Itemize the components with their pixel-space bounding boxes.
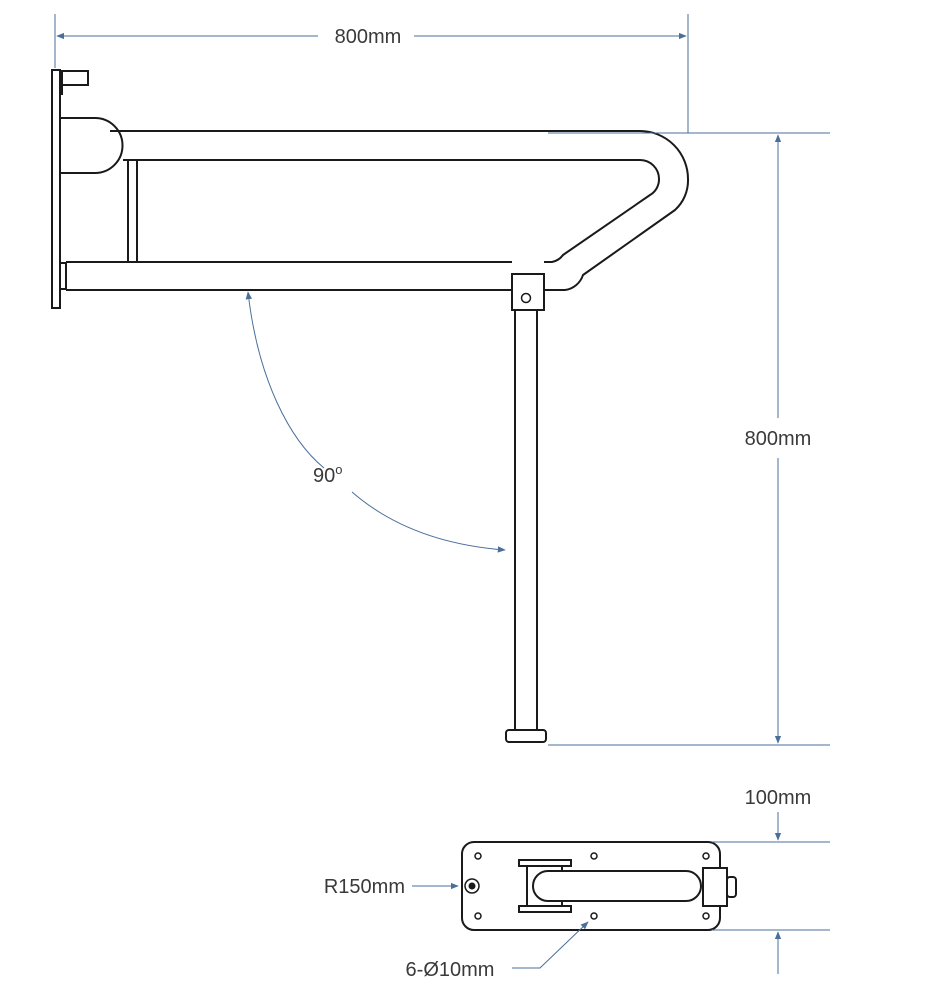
top-width-label: 800mm (335, 26, 402, 48)
hinge-bracket-bottom (518, 905, 572, 913)
mount-hole-icon (474, 852, 482, 860)
side-view-dimensions: 800mm 800mm 90o (54, 14, 830, 746)
leg-clamp (511, 273, 545, 311)
mount-hole-icon (702, 852, 710, 860)
rail-mount-cap (59, 262, 67, 290)
clamp-bolt-icon (520, 292, 532, 304)
angle-arc-upper (245, 291, 325, 469)
release-knob-center (468, 882, 476, 890)
holes-leader (512, 921, 589, 969)
support-leg (514, 309, 538, 731)
holes-label: 6-Ø10mm (406, 959, 495, 981)
mount-plate-top-view (461, 841, 737, 931)
angle-degree-mark: o (335, 462, 342, 477)
hinge-bracket-top (518, 859, 572, 867)
grab-bar-side-view (51, 69, 690, 743)
mount-hole-icon (590, 852, 598, 860)
height-label: 800mm (745, 428, 812, 450)
lock-tab (61, 70, 89, 86)
mount-hole-icon (590, 912, 598, 920)
folded-bar (532, 870, 702, 902)
bar-end-cap (726, 876, 737, 898)
bar-inner-contour (123, 159, 661, 263)
hinge-bracket (60, 117, 124, 174)
radius-label: R150mm (324, 876, 405, 898)
leg-foot (505, 729, 547, 743)
mount-hole-icon (702, 912, 710, 920)
wall-plate (51, 69, 61, 309)
plate-width-label: 100mm (745, 787, 812, 809)
bar-end-fitting (702, 867, 728, 907)
angle-arc-lower (351, 491, 506, 553)
mount-hole-icon (474, 912, 482, 920)
bar-outer-contour (110, 130, 690, 291)
angle-label: 90o (313, 462, 342, 487)
top-view-dimensions: 100mm R150mm 6-Ø10mm (324, 787, 830, 981)
angle-value: 90 (313, 465, 335, 487)
